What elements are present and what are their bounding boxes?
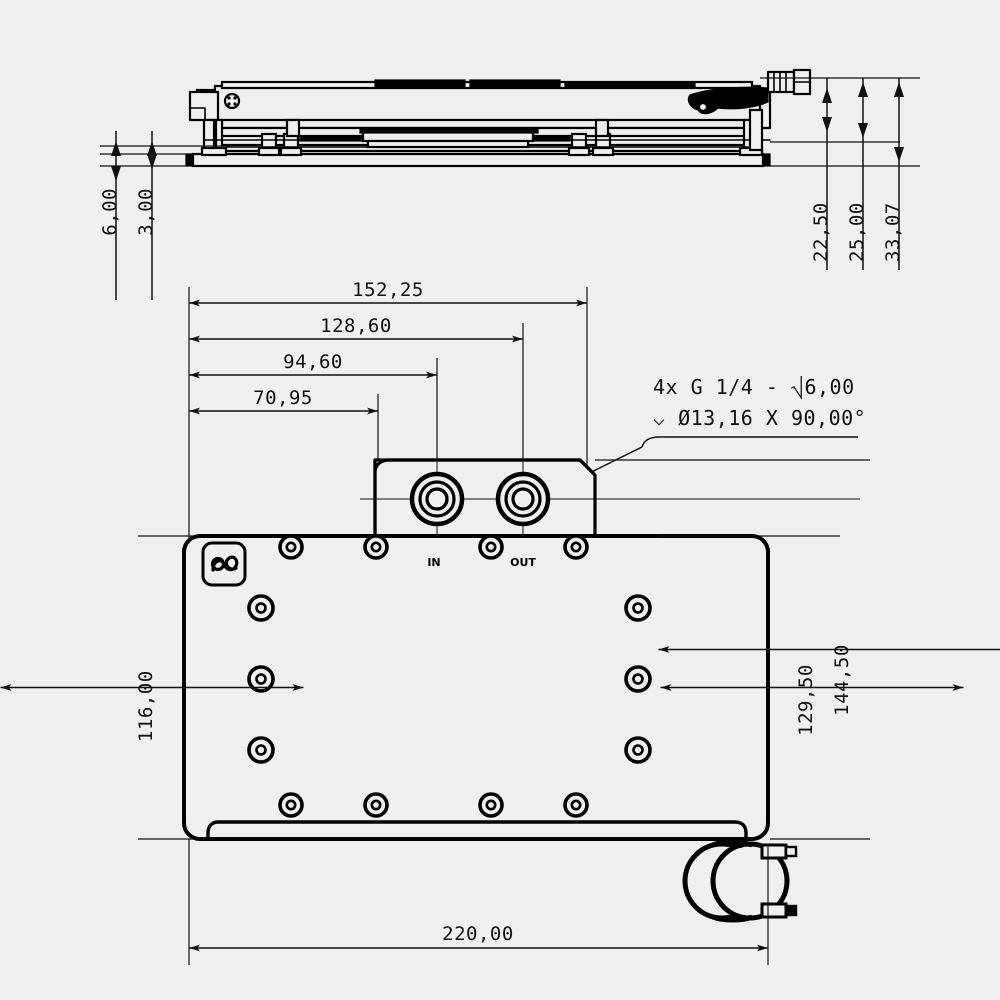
- dim-94-60-label: 94,60: [283, 351, 343, 373]
- dim-22-50-label: 22,50: [810, 202, 832, 262]
- mounting-holes-left-column: [247, 594, 275, 764]
- dim-6-00-label: 6,00: [99, 188, 121, 236]
- dim-25-00-label: 25,00: [846, 202, 868, 262]
- side-view-right-dimensions: 22,50 25,00 33,07: [760, 77, 920, 270]
- side-elevation-geometry: [185, 68, 812, 168]
- dim-70-95-label: 70,95: [253, 387, 313, 409]
- plan-view-right-dimensions: 129,50 144,50: [595, 459, 1000, 840]
- dim-33-07-label: 33,07: [882, 202, 904, 262]
- mounting-holes-bottom-row: [278, 792, 589, 818]
- thread-callout-note: 4x G 1/4 - ⎷6,00 ⌵ Ø13,16 X 90,00°: [534, 375, 866, 501]
- plan-view-horizontal-dimensions: 152,25 128,60 94,60 70,95: [188, 279, 588, 545]
- plan-view-bottom-dimension: 220,00: [188, 839, 769, 965]
- dim-144-50-label: 144,50: [831, 644, 853, 716]
- side-view-left-dimensions: 6,00 3,00: [99, 131, 230, 300]
- port-out-circles: [495, 471, 551, 527]
- plan-view-left-dimension: 116,00: [0, 535, 304, 840]
- dim-129-50-label: 129,50: [795, 664, 817, 736]
- tube-fitting-detail: [682, 839, 798, 923]
- callout-line-1: 4x G 1/4 - ⎷6,00: [653, 375, 855, 400]
- dim-116-00-label: 116,00: [135, 670, 157, 742]
- dim-220-00-label: 220,00: [442, 923, 514, 945]
- port-block-geometry: [360, 448, 860, 548]
- mounting-holes-right-column: [624, 594, 652, 764]
- dim-3-00-label: 3,00: [135, 188, 157, 236]
- callout-line-2: ⌵ Ø13,16 X 90,00°: [653, 406, 866, 430]
- dim-152-25-label: 152,25: [352, 279, 424, 301]
- port-out-label: OUT: [510, 556, 536, 569]
- port-in-label: IN: [427, 556, 440, 569]
- brand-logo: [201, 541, 247, 587]
- port-in-circles: [409, 471, 465, 527]
- dim-128-60-label: 128,60: [320, 315, 392, 337]
- mounting-holes-top-row: [278, 534, 589, 560]
